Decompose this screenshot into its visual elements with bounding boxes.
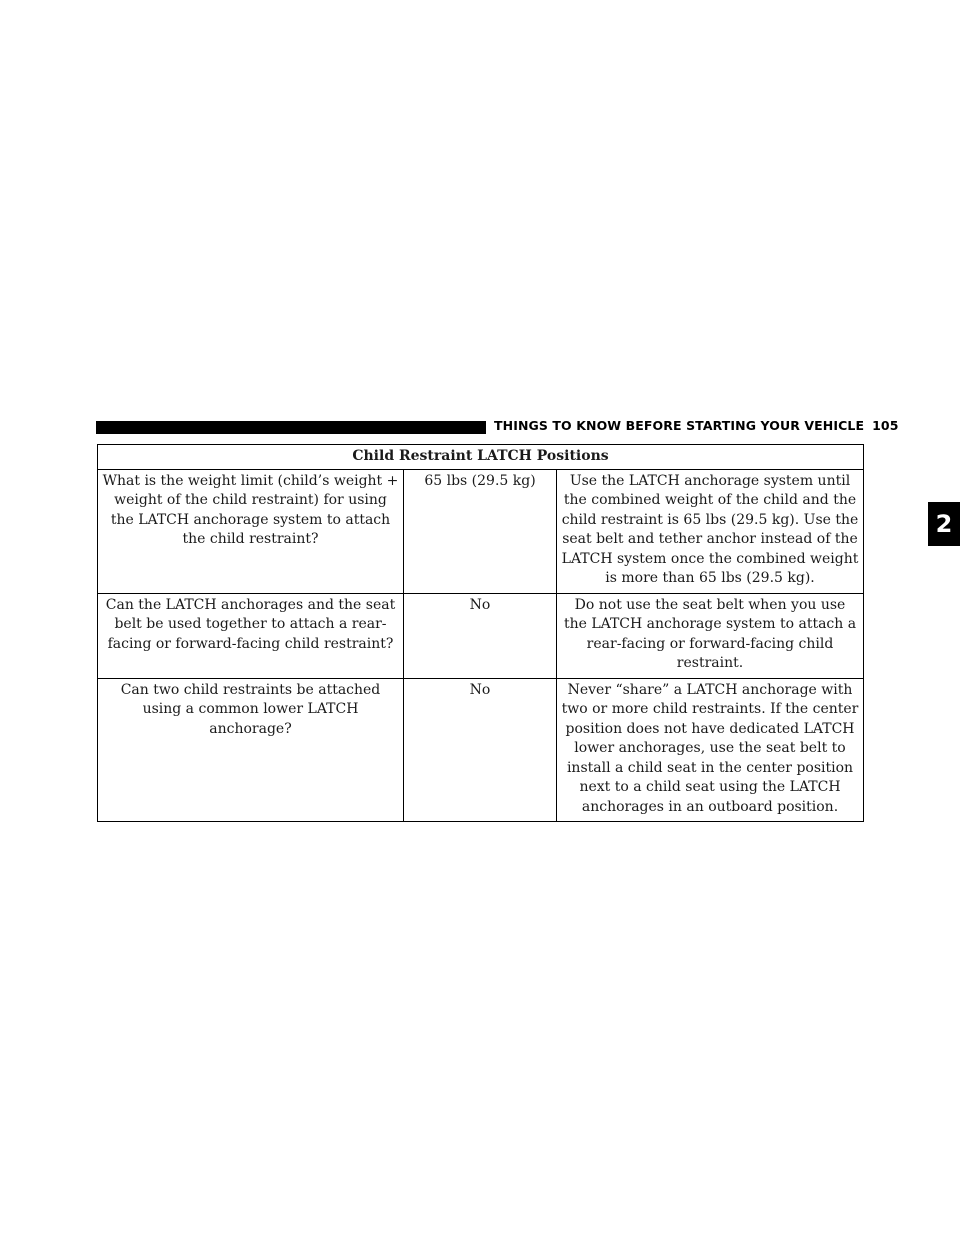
chapter-tab: 2 <box>928 502 960 546</box>
table-row: What is the weight limit (child’s weight… <box>97 468 865 594</box>
section-title: THINGS TO KNOW BEFORE STARTING YOUR VEHI… <box>494 418 865 433</box>
row-details: Use the LATCH anchorage system until the… <box>555 468 865 594</box>
row-answer: No <box>403 592 557 679</box>
table-row: Can two child restraints be attached usi… <box>97 677 865 822</box>
row-question: Can two child restraints be attached usi… <box>97 677 404 822</box>
row-answer: 65 lbs (29.5 kg) <box>403 468 557 594</box>
row-details: Do not use the seat belt when you use th… <box>555 592 865 679</box>
table-title-row: Child Restraint LATCH Positions <box>96 444 865 470</box>
running-header: THINGS TO KNOW BEFORE STARTING YOUR VEHI… <box>494 418 899 433</box>
table-row: Can the LATCH anchorages and the seat be… <box>97 592 865 679</box>
header-rule-bar <box>96 421 486 434</box>
row-question: Can the LATCH anchorages and the seat be… <box>97 592 404 679</box>
latch-positions-table: Child Restraint LATCH Positions What is … <box>96 444 865 822</box>
row-question: What is the weight limit (child’s weight… <box>97 468 404 594</box>
row-answer: No <box>403 677 557 822</box>
row-details: Never “share” a LATCH anchorage with two… <box>555 677 865 822</box>
table-title: Child Restraint LATCH Positions <box>96 444 865 470</box>
page-number: 105 <box>872 418 899 433</box>
